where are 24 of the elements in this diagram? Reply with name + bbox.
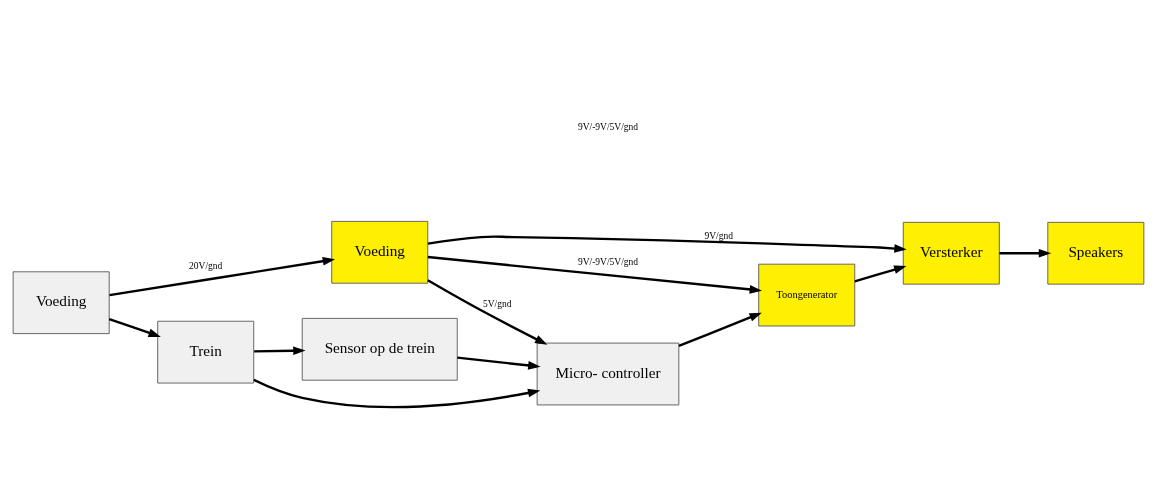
arrow xyxy=(678,312,762,348)
node-box: Sensor op de trein xyxy=(301,317,458,381)
arrow xyxy=(427,255,763,294)
node-box: Micro- controller xyxy=(536,342,680,406)
arrow xyxy=(999,248,1052,258)
arrow xyxy=(427,279,548,345)
node-box: Voeding xyxy=(12,271,110,335)
arrow xyxy=(109,256,336,297)
edge-label: 5V/gnd xyxy=(482,299,512,310)
edge-label: 9V/-9V/5V/gnd xyxy=(577,256,639,267)
arrow xyxy=(108,317,161,337)
node-box: Speakers xyxy=(1047,221,1145,285)
node-box: Versterker xyxy=(902,221,1000,285)
edge-label: 9V/gnd xyxy=(704,230,734,241)
node-box: Voeding xyxy=(331,220,429,284)
node-box: Trein xyxy=(157,320,255,384)
node-box: Toongenerator xyxy=(758,263,856,327)
arrow xyxy=(854,265,907,283)
label: 9V/-9V/5V/gnd xyxy=(577,122,639,133)
arrow xyxy=(254,346,306,356)
edge-label: 20V/gnd xyxy=(189,261,223,272)
arrow xyxy=(253,378,541,408)
arrow xyxy=(427,235,907,253)
arrow xyxy=(457,356,541,370)
